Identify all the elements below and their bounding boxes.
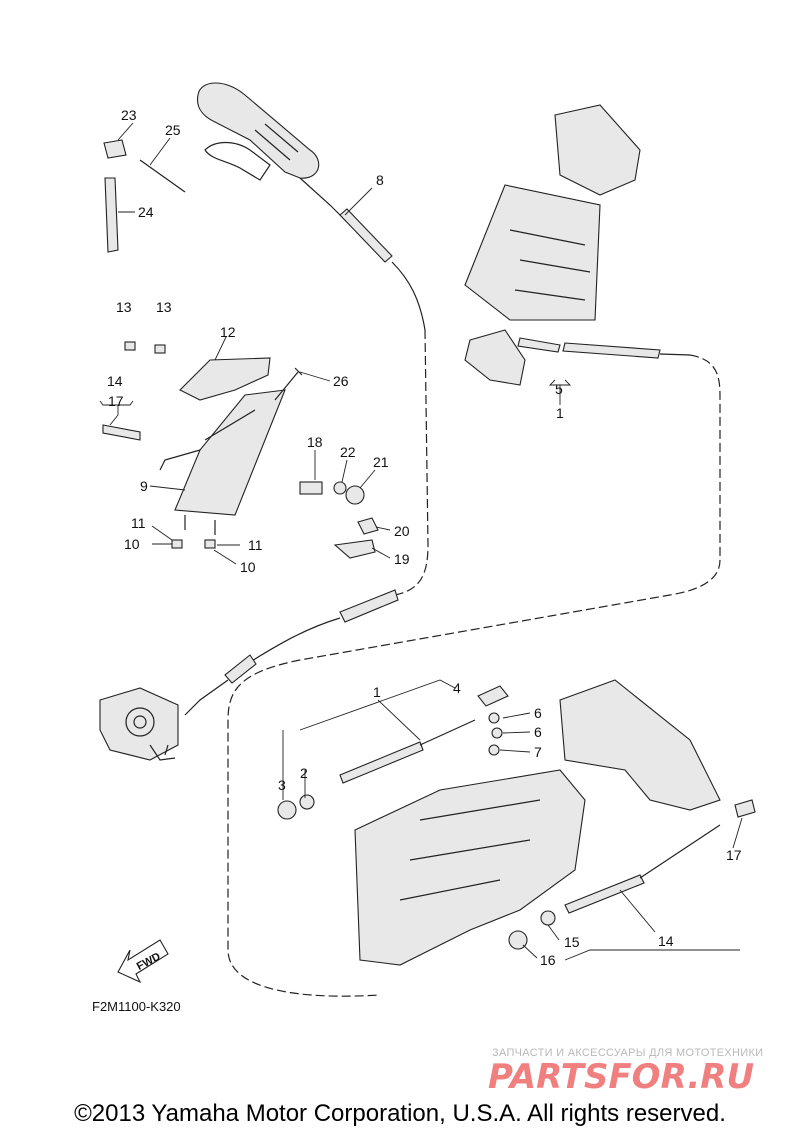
callout-16: 16 — [540, 952, 556, 968]
callout-9: 9 — [140, 478, 148, 494]
copyright-notice: ©2013 Yamaha Motor Corporation, U.S.A. A… — [74, 1100, 726, 1127]
callout-10b: 10 — [240, 559, 256, 575]
callout-26: 26 — [333, 373, 349, 389]
callout-8: 8 — [376, 172, 384, 188]
callout-24: 24 — [138, 204, 154, 220]
fwd-arrow: FWD — [117, 939, 169, 984]
callout-20: 20 — [394, 523, 410, 539]
callout-14-bottom: 14 — [658, 933, 674, 949]
callout-13a: 13 — [116, 299, 132, 315]
callout-4: 4 — [453, 680, 461, 696]
leader-lines — [99, 122, 743, 961]
callout-12: 12 — [220, 324, 236, 340]
callout-3: 3 — [278, 777, 286, 793]
throttle-cable — [184, 177, 429, 716]
callout-2: 2 — [300, 765, 308, 781]
shift-cable-upper — [277, 685, 509, 820]
callout-6b: 6 — [534, 724, 542, 740]
callout-7: 7 — [534, 744, 542, 760]
callout-22: 22 — [340, 444, 356, 460]
callout-25: 25 — [165, 122, 181, 138]
handlebar-grip — [196, 82, 320, 181]
callout-23: 23 — [121, 107, 137, 123]
mounting-bracket — [159, 357, 286, 535]
callout-6a: 6 — [534, 705, 542, 721]
callout-10a: 10 — [124, 536, 140, 552]
callout-14-top: 14 — [107, 373, 123, 389]
callout-1-bottom: 1 — [373, 684, 381, 700]
callout-5: 5 — [555, 381, 563, 397]
watermark-brand: PARTSFOR.RU — [488, 1057, 754, 1097]
callout-17-bottom: 17 — [726, 847, 742, 863]
drawing-code: F2M1100-K320 — [92, 999, 181, 1014]
callout-13b: 13 — [156, 299, 172, 315]
watermark: ЗАПЧАСТИ И АКСЕССУАРЫ ДЛЯ МОТОТЕХНИКИ PA… — [488, 1047, 763, 1097]
shift-cable-lower — [508, 799, 756, 950]
callout-11a: 11 — [131, 515, 146, 531]
callout-1-top: 1 — [556, 405, 564, 421]
callout-15: 15 — [564, 934, 580, 950]
watermark-subtitle: ЗАПЧАСТИ И АКСЕССУАРЫ ДЛЯ МОТОТЕХНИКИ — [492, 1047, 763, 1059]
callout-21: 21 — [373, 454, 389, 470]
throttle-body — [99, 687, 179, 761]
callout-17-top: 17 — [108, 393, 124, 409]
callout-18: 18 — [307, 434, 323, 450]
steering-cable — [227, 337, 721, 997]
small-hardware — [102, 139, 379, 559]
callouts: 23 25 24 8 13 13 12 26 14 17 5 1 18 22 2… — [107, 107, 742, 968]
steering-column — [464, 104, 641, 386]
jet-pump-housing — [354, 679, 721, 966]
callout-11b: 11 — [248, 537, 263, 553]
callout-19: 19 — [394, 551, 410, 567]
